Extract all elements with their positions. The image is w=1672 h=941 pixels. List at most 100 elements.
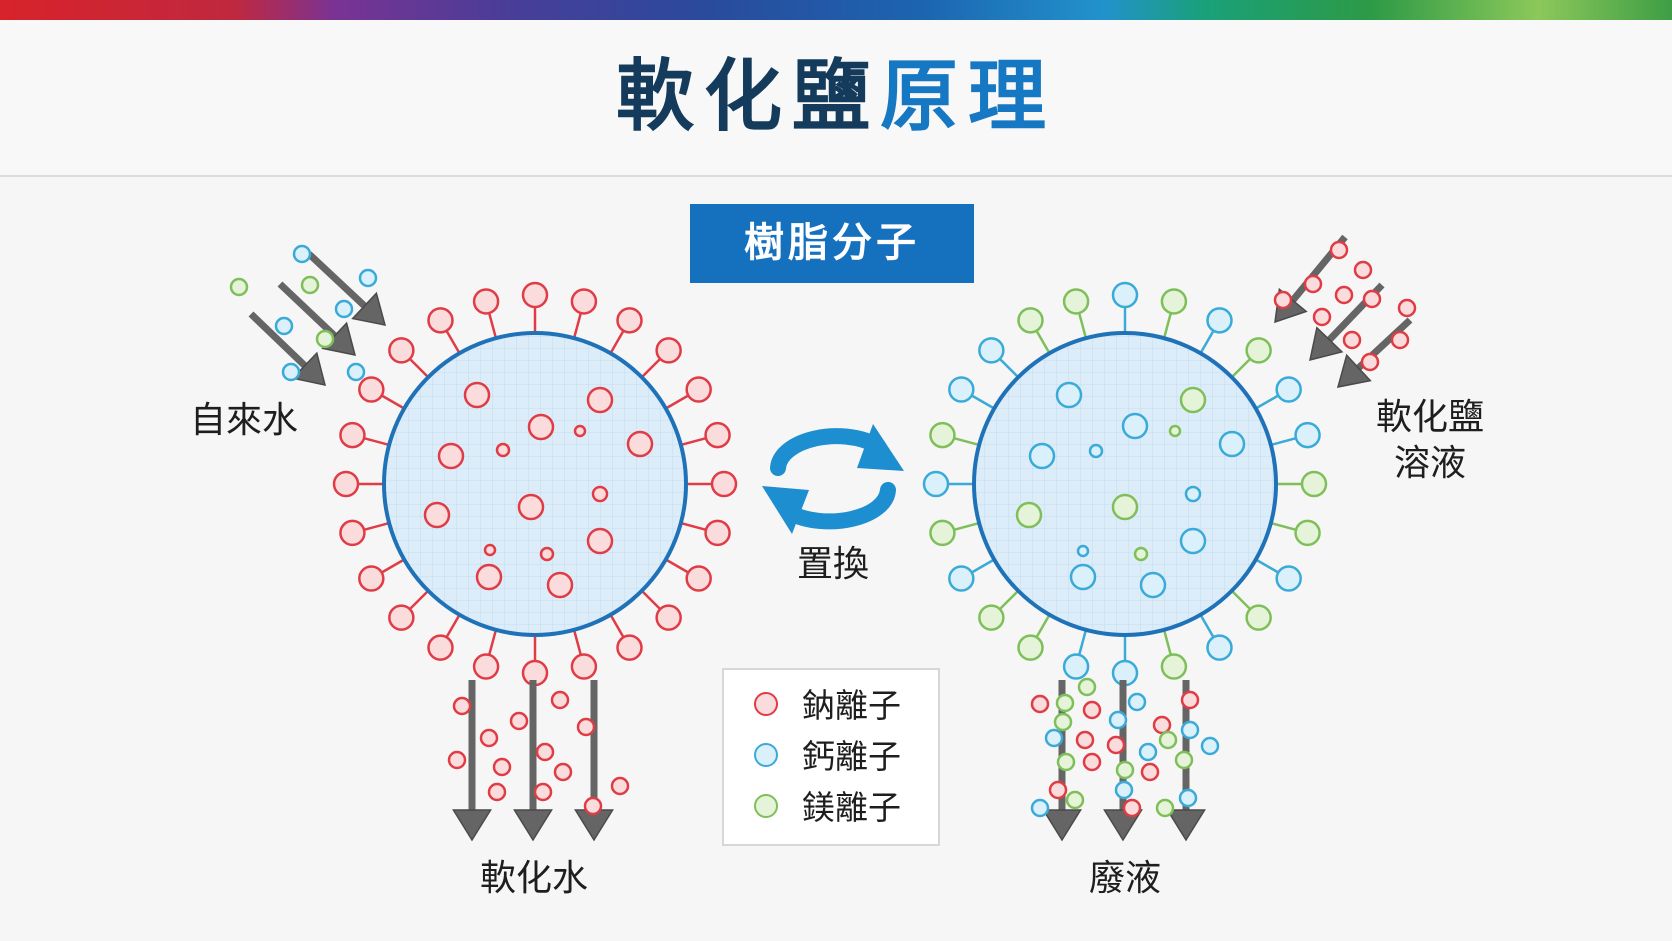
bond-stem [363, 436, 390, 447]
sodium-ion-icon [754, 692, 778, 716]
bond-stem [445, 330, 461, 354]
sodium-ion [495, 442, 511, 458]
bond-stem [1199, 614, 1215, 638]
title-part-dark: 軟化鹽 [615, 52, 880, 142]
calcium-ion [334, 299, 354, 319]
sodium-ion [616, 307, 643, 334]
calcium-ion [1179, 527, 1207, 555]
sodium-ion [704, 421, 731, 449]
arrowhead [1309, 326, 1344, 362]
sodium-ion [1342, 330, 1362, 350]
sodium-ion [616, 634, 643, 661]
calcium-ion [274, 316, 294, 336]
calcium-ion [1294, 421, 1321, 449]
calcium-ion [1138, 742, 1158, 762]
sodium-ion [339, 421, 366, 449]
calcium-ion [1114, 780, 1134, 800]
bond-stem [487, 312, 498, 339]
magnesium-ion [1053, 712, 1073, 732]
sodium-ion [1329, 240, 1349, 260]
calcium-ion [922, 470, 950, 498]
sodium-ion [475, 563, 503, 591]
calcium-ion [1275, 565, 1302, 592]
magnesium-ion-icon [754, 794, 778, 818]
bond-stem [445, 614, 461, 638]
magnesium-ion [1017, 307, 1044, 334]
magnesium-ion [1294, 519, 1321, 547]
magnesium-ion [1062, 288, 1090, 315]
bond-stem [665, 558, 689, 574]
sodium-ion [550, 690, 570, 710]
calcium-ion [1069, 563, 1097, 591]
top-color-bar [0, 0, 1672, 20]
magnesium-ion [1245, 337, 1272, 364]
bond-stem [572, 312, 583, 339]
magnesium-ion [1111, 493, 1139, 521]
bond-stem [408, 357, 430, 379]
calcium-ion [1062, 653, 1090, 680]
sodium-ion [1390, 330, 1410, 350]
sodium-ion [423, 501, 451, 529]
sodium-ion [704, 519, 731, 547]
calcium-ion [948, 376, 975, 403]
sodium-ion [483, 543, 497, 557]
bond-stem [1077, 312, 1088, 339]
calcium-ion [1200, 736, 1220, 756]
arrowhead [321, 321, 357, 356]
sodium-ion [1180, 690, 1200, 710]
calcium-ion [978, 337, 1005, 364]
salt-solution-line2: 溶液 [1393, 443, 1466, 484]
sodium-ion [521, 281, 549, 309]
calcium-ion [1218, 430, 1246, 458]
calcium-ion [358, 268, 378, 288]
calcium-ion [1121, 412, 1149, 440]
magnesium-ion [1115, 760, 1135, 780]
sodium-ion [388, 337, 415, 364]
bond-stem [1270, 436, 1297, 447]
magnesium-ion [1017, 634, 1044, 661]
bond-stem [640, 357, 662, 379]
calcium-ion [1206, 634, 1233, 661]
calcium-ion [292, 244, 312, 264]
resin-bead [382, 331, 688, 637]
magnesium-ion [1015, 501, 1043, 529]
down-arrow-icon [248, 311, 308, 369]
sodium-ion [586, 386, 614, 414]
sodium-ion [1152, 715, 1172, 735]
sodium-ion [452, 696, 472, 716]
sodium-ion [358, 565, 385, 592]
calcium-ion [1044, 728, 1064, 748]
cycle-arrows-icon [762, 424, 904, 534]
bond-stem [572, 629, 583, 656]
sodium-ion [553, 762, 573, 782]
right-resin-sphere [922, 281, 1328, 687]
magnesium-ion [929, 421, 956, 449]
sodium-ion [573, 424, 587, 438]
sodium-ion [685, 565, 712, 592]
sodium-ion [1106, 735, 1126, 755]
flowing-ions [229, 240, 1417, 818]
sodium-ion [1362, 289, 1382, 309]
sodium-ion [710, 470, 738, 498]
magnesium-ion [929, 519, 956, 547]
sodium-ion [583, 796, 603, 816]
tap-water-label: 自來水 [189, 400, 298, 441]
bond-stem [1035, 330, 1051, 354]
sodium-ion [1303, 274, 1323, 294]
calcium-ion [1184, 485, 1202, 503]
magnesium-ion [1077, 677, 1097, 697]
bond-stem [363, 521, 390, 532]
magnesium-ion [300, 275, 320, 295]
calcium-ion [1180, 720, 1200, 740]
sodium-ion [1360, 352, 1380, 372]
calcium-ion [1127, 692, 1147, 712]
down-arrow-icon [306, 251, 367, 309]
exchange-label: 置換 [796, 544, 869, 585]
bond-stem [1035, 614, 1051, 638]
sodium-ion [535, 742, 555, 762]
down-arrow-icon [277, 281, 338, 339]
bond-stem [1230, 589, 1252, 611]
sodium-ion [1122, 798, 1142, 818]
bond-stem [1162, 629, 1173, 656]
